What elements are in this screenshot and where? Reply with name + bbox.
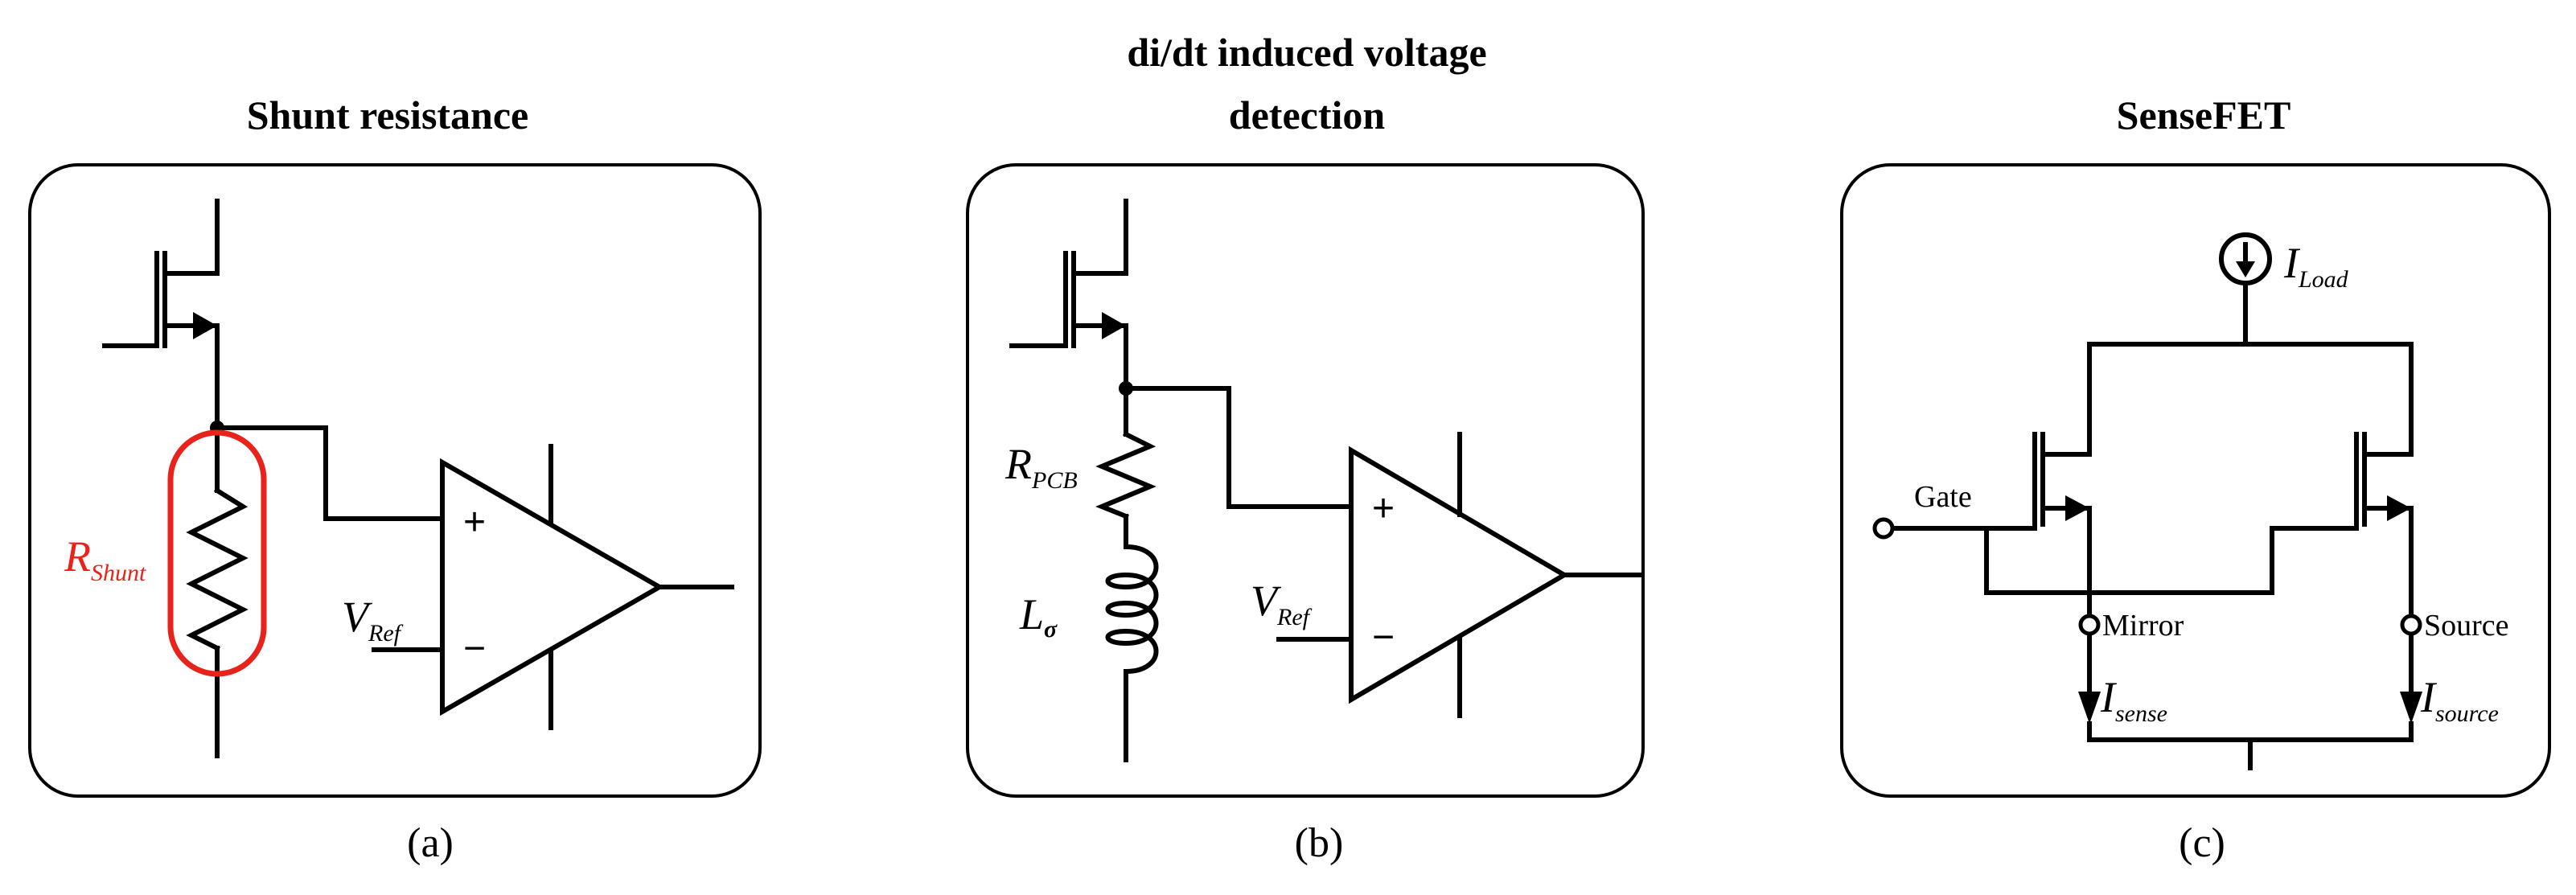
igbt-symbol xyxy=(102,199,220,429)
r-shunt-label: RShunt xyxy=(64,532,146,586)
i-load-label: ILoad xyxy=(2283,239,2349,293)
panel-a-caption: (a) xyxy=(407,820,454,866)
igbt-symbol xyxy=(1009,199,1128,388)
i-sense-label: Isense xyxy=(2100,673,2167,727)
panel-a-title: Shunt resistance xyxy=(247,92,529,138)
main-fet xyxy=(2354,432,2414,630)
panel-b-caption: (b) xyxy=(1295,820,1344,866)
mirror-label: Mirror xyxy=(2102,609,2184,643)
panel-c-caption: (c) xyxy=(2179,820,2225,866)
panel-a: Shunt resistance RShunt xyxy=(28,92,762,866)
panel-c: SenseFET ILoad xyxy=(1840,92,2551,866)
i-source-arrow xyxy=(2400,633,2422,742)
panel-c-frame xyxy=(1840,163,2551,798)
source-terminal xyxy=(2400,614,2422,636)
drain-bus xyxy=(2087,342,2414,457)
gate-terminal xyxy=(1872,517,1895,540)
wire-to-plus xyxy=(1124,386,1354,509)
minus-sign: − xyxy=(1372,616,1395,659)
r-pcb-label: RPCB xyxy=(1005,440,1078,494)
source-label: Source xyxy=(2424,609,2509,643)
i-sense-arrow xyxy=(2078,633,2101,742)
panel-a-frame xyxy=(28,163,762,798)
load-current-source xyxy=(2219,232,2272,347)
mirror-terminal xyxy=(2078,614,2101,636)
comparator-opamp xyxy=(1276,432,1643,718)
panel-b-title-line1: di/dt induced voltage xyxy=(1127,30,1486,75)
l-sigma-label: Lσ xyxy=(1019,590,1058,643)
vref-label: VRef xyxy=(1251,577,1313,630)
wire-to-plus xyxy=(215,425,445,521)
gate-label: Gate xyxy=(1914,480,1972,514)
stray-inductor xyxy=(1105,544,1159,762)
i-source-label: Isource xyxy=(2420,673,2499,727)
vref-label: VRef xyxy=(342,593,404,647)
panel-b-frame xyxy=(966,163,1645,798)
shunt-resistor xyxy=(186,425,249,758)
mirror-fet xyxy=(2032,432,2092,630)
comparator-opamp xyxy=(372,444,734,730)
shunt-highlight xyxy=(167,429,267,677)
panel-c-title: SenseFET xyxy=(2117,92,2291,138)
pcb-resistor xyxy=(1095,386,1157,549)
minus-sign: − xyxy=(463,627,486,670)
plus-sign: + xyxy=(1372,487,1395,530)
panel-b: di/dt induced voltage detection RPCB Lσ xyxy=(966,30,1645,866)
gate-link-wire xyxy=(1984,526,2359,595)
panel-b-title-line2: detection xyxy=(1229,92,1386,138)
plus-sign: + xyxy=(463,501,486,544)
